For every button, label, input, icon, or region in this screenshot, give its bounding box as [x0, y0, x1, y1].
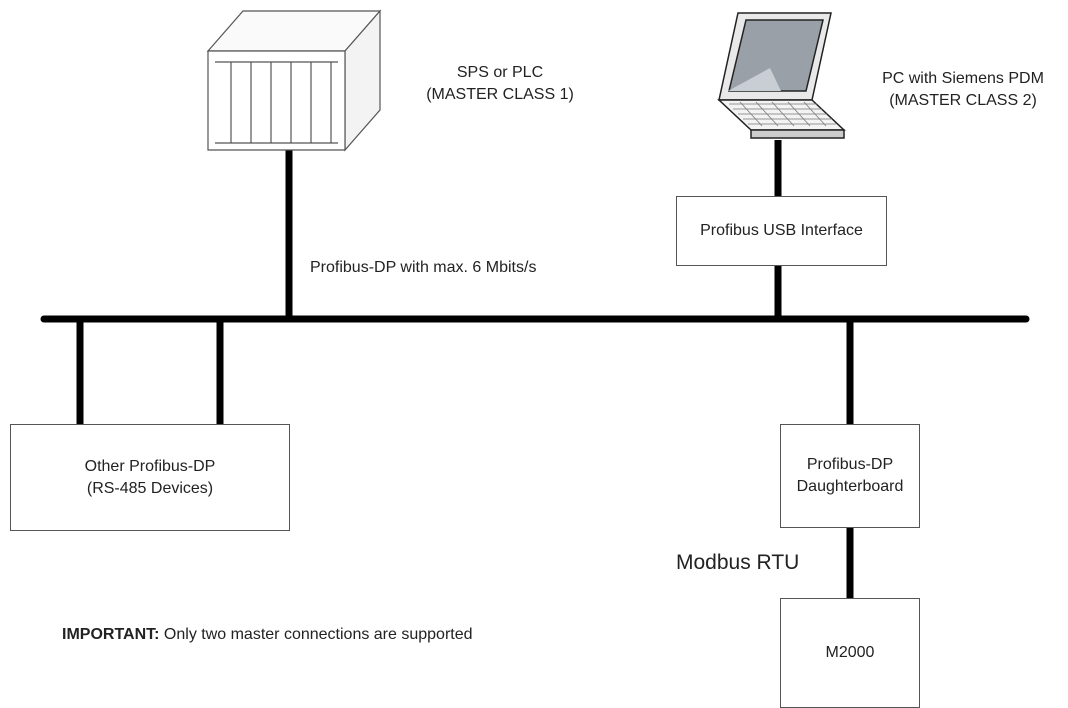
plc-label-line2: (MASTER CLASS 1) — [426, 86, 574, 103]
plc-label-line1: SPS or PLC — [456, 64, 544, 81]
m2000-box: M2000 — [780, 598, 920, 708]
other-devices-line2: (RS-485 Devices) — [86, 479, 214, 497]
pc-label-line2: (MASTER CLASS 2) — [889, 92, 1037, 109]
daughterboard-box: Profibus-DP Daughterboard — [780, 424, 920, 528]
other-devices-box: Other Profibus-DP (RS-485 Devices) — [10, 424, 290, 531]
usb-interface-label: Profibus USB Interface — [700, 222, 863, 239]
m2000-label: M2000 — [825, 644, 875, 661]
important-note-prefix: IMPORTANT: — [62, 626, 160, 643]
daughterboard-line2: Daughterboard — [796, 478, 904, 495]
important-note-text: Only two master connections are supporte… — [159, 626, 473, 643]
pc-label: PC with Siemens PDM (MASTER CLASS 2) — [858, 68, 1068, 112]
plc-label: SPS or PLC (MASTER CLASS 1) — [395, 62, 605, 106]
plc-rack-icon — [206, 9, 382, 152]
modbus-rtu-label: Modbus RTU — [676, 551, 800, 574]
important-note: IMPORTANT: Only two master connections a… — [62, 624, 662, 646]
laptop-icon — [717, 12, 846, 139]
pc-label-line1: PC with Siemens PDM — [882, 70, 1044, 87]
daughterboard-line1: Profibus-DP — [806, 456, 894, 473]
other-devices-line1: Other Profibus-DP — [84, 457, 216, 475]
bus-label: Profibus-DP with max. 6 Mbits/s — [310, 259, 537, 276]
usb-interface-box: Profibus USB Interface — [676, 196, 887, 266]
